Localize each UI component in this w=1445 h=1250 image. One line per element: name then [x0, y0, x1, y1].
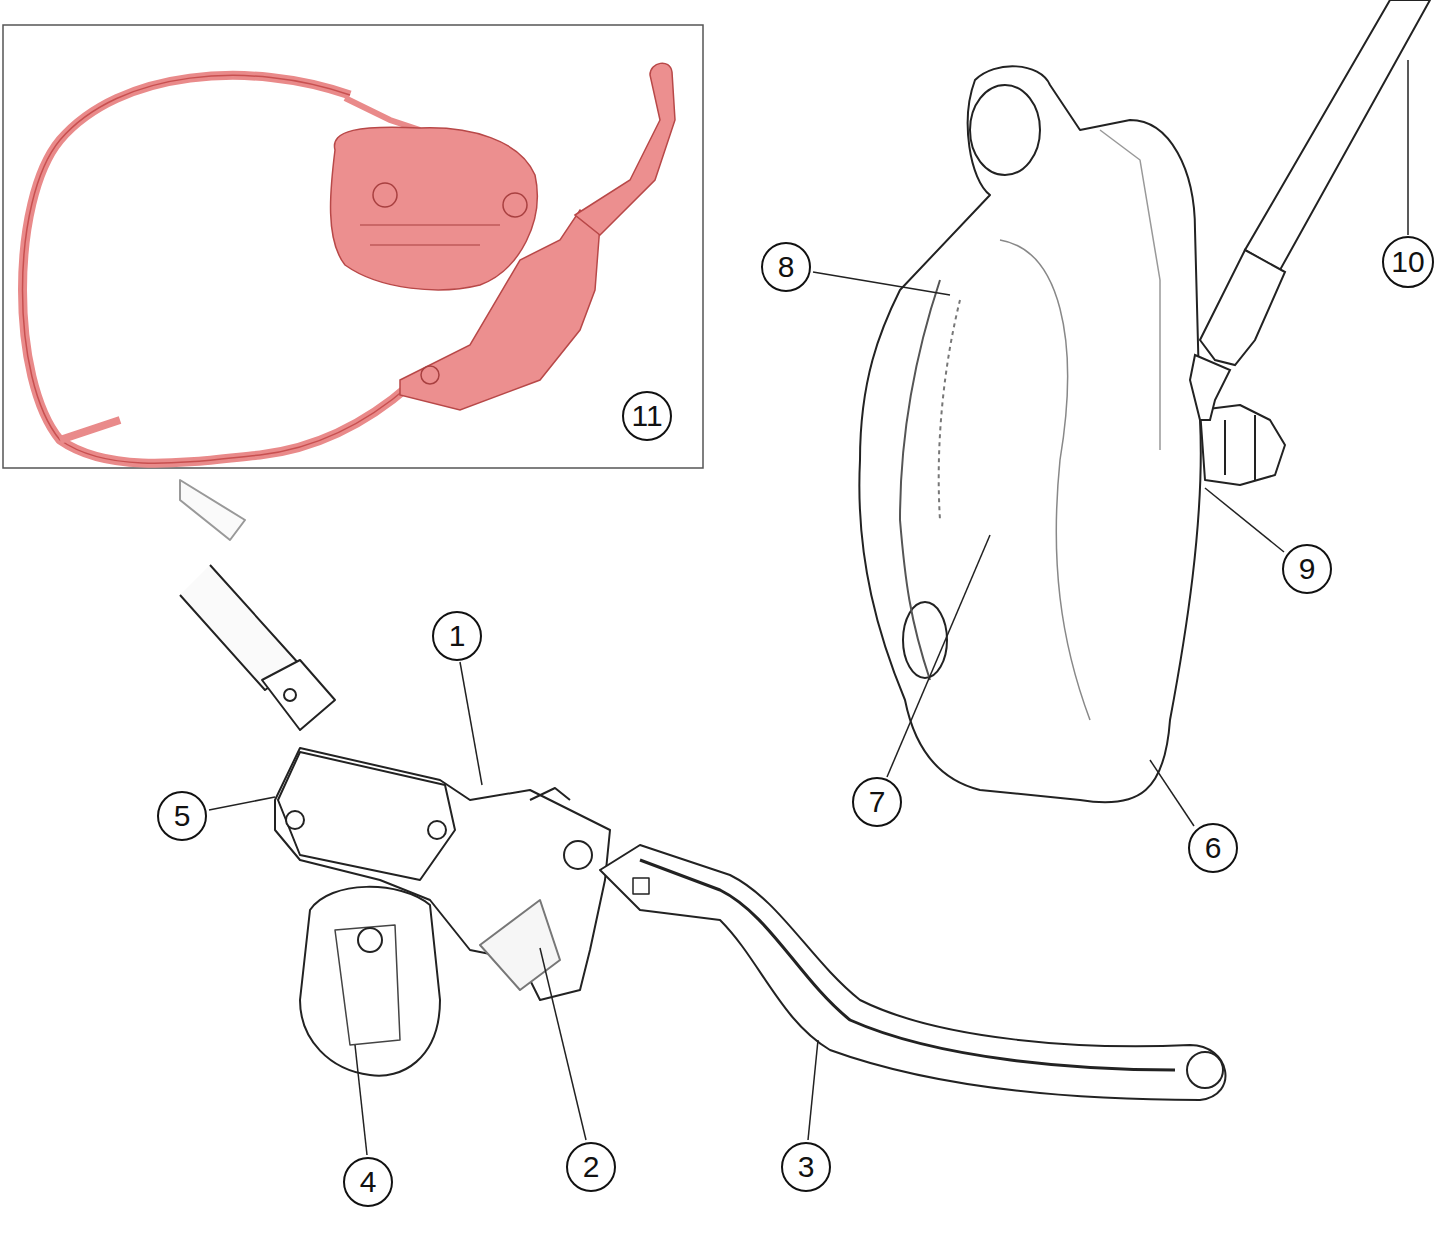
callout-number: 11: [622, 391, 672, 441]
inset-assembly: [23, 63, 676, 463]
callout-number: 3: [781, 1142, 831, 1192]
callout-number: 9: [1282, 544, 1332, 594]
callout-number: 7: [852, 777, 902, 827]
callout-number: 4: [343, 1157, 393, 1207]
brake-caliper: [859, 66, 1285, 802]
callout-number: 2: [566, 1142, 616, 1192]
callout-number: 1: [432, 611, 482, 661]
leader-lines: [209, 60, 1408, 1155]
callout-number: 10: [1382, 236, 1434, 288]
brake-hose: [1190, 0, 1430, 420]
callout-number: 5: [157, 791, 207, 841]
callout-number: 8: [761, 242, 811, 292]
callout-number: 6: [1188, 823, 1238, 873]
inset-frame: [3, 25, 703, 468]
